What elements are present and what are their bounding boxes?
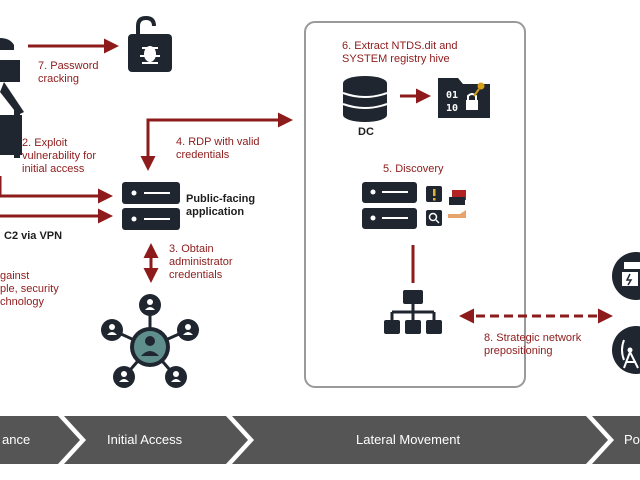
phase-label-lateral-movement: Lateral Movement — [356, 432, 461, 447]
svg-text:10: 10 — [446, 103, 458, 114]
dc-label: DC — [358, 126, 374, 138]
phase-chevron-next — [592, 416, 640, 464]
arrow-rdp — [140, 112, 293, 171]
phase-chevron-lateral-movement — [232, 416, 608, 464]
step-password-cracking: 7. Password cracking — [38, 60, 99, 85]
phase-chevron-recon — [0, 416, 80, 464]
discovery-alert-icons — [426, 186, 466, 226]
public-facing-server-icon — [122, 182, 180, 230]
step-discovery: 5. Discovery — [383, 163, 444, 175]
arrow-exploit — [0, 176, 113, 204]
phase-label-recon: ance — [2, 432, 31, 447]
step-obtain-admin: 3. Obtain administrator credentials — [169, 243, 233, 281]
public-facing-label: Public-facing application — [186, 193, 256, 218]
network-topology-icon — [384, 290, 442, 334]
unlocked-padlock-bug-icon — [128, 15, 172, 72]
attacker-icon — [0, 38, 24, 158]
step-against-partial: gainst ple, security chnology — [0, 270, 59, 308]
database-dc-icon — [342, 76, 388, 122]
discovery-server-icon — [362, 182, 417, 229]
people-network-icon — [101, 294, 199, 388]
c2-vpn-label: C2 via VPN — [4, 230, 63, 242]
phase-chevron-initial-access — [64, 416, 248, 464]
step-strategic: 8. Strategic network prepositioning — [484, 332, 582, 357]
phase-label-initial-access: Initial Access — [107, 432, 183, 447]
binary-folder-key-icon: 01 10 — [438, 78, 490, 118]
svg-text:01: 01 — [446, 90, 458, 101]
step-extract: 6. Extract NTDS.dit and SYSTEM registry … — [342, 40, 458, 65]
step-exploit: 2. Exploit vulnerability for initial acc… — [22, 137, 96, 175]
communications-tower-icon — [612, 326, 640, 374]
phase-label-next: Po — [624, 432, 640, 447]
phase-bar — [0, 416, 640, 464]
power-infrastructure-icon — [612, 252, 640, 300]
step-rdp: 4. RDP with valid credentials — [176, 136, 260, 161]
